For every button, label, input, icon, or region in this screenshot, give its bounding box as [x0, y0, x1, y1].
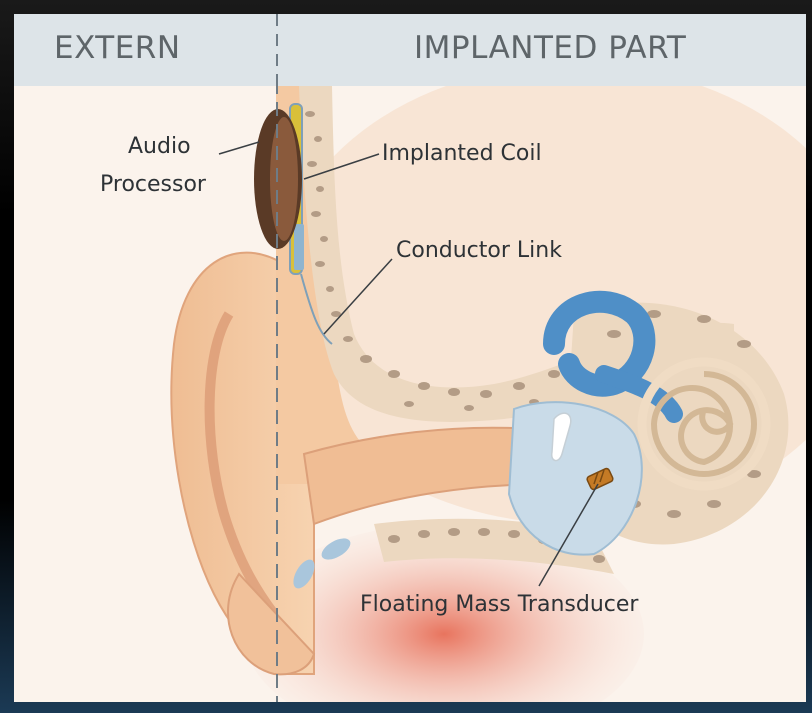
- header-divider: [14, 14, 806, 86]
- label-conductor-link: Conductor Link: [396, 238, 562, 263]
- implant-electronics: [294, 224, 304, 270]
- ear-diagram-panel: EXTERN IMPLANTED PART Audio Processor Im…: [14, 14, 806, 702]
- label-audio: Audio: [128, 134, 191, 159]
- label-floating-mass-transducer: Floating Mass Transducer: [360, 592, 638, 617]
- label-processor: Processor: [100, 172, 206, 197]
- audio-processor-rim: [270, 117, 298, 241]
- leader-audio-processor: [219, 142, 259, 154]
- label-implanted-coil: Implanted Coil: [382, 141, 542, 166]
